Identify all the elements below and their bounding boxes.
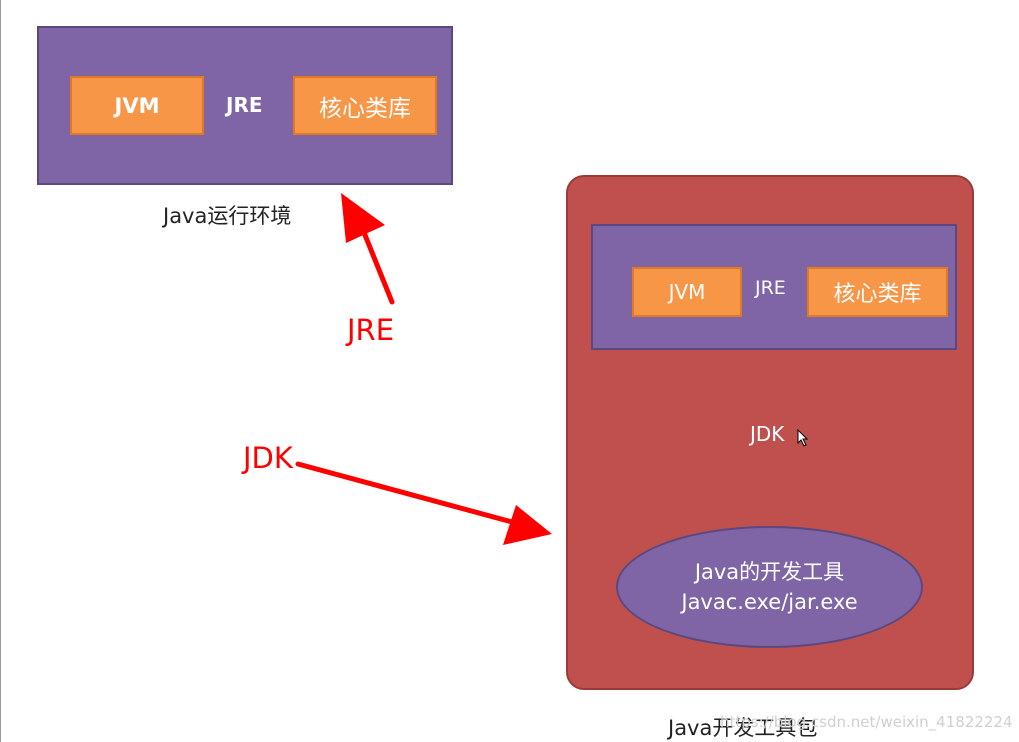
dev-tools-line2: Javac.exe/jar.exe: [681, 590, 858, 614]
jre-arrow: [341, 193, 395, 305]
jdk-jre-label: JRE: [755, 277, 786, 299]
jdk-arrow: [295, 461, 552, 545]
watermark: https://blog.csdn.net/weixin_41822224: [720, 713, 1013, 731]
jdk-arrow-label: JDK: [243, 441, 293, 475]
jdk-jvm-label: JVM: [668, 280, 706, 304]
jvm-label: JVM: [114, 93, 160, 118]
dev-tools-ellipse: Java的开发工具 Javac.exe/jar.exe: [616, 526, 923, 648]
core-library-label: 核心类库: [319, 95, 411, 122]
jdk-jvm-box: JVM: [632, 267, 742, 317]
jre-caption: Java运行环境: [163, 204, 292, 228]
mouse-cursor-icon: [797, 429, 809, 447]
jdk-label: JDK: [750, 422, 785, 446]
jdk-core-library-label: 核心类库: [833, 282, 922, 307]
left-edge-line: [0, 0, 1, 742]
jre-arrow-label: JRE: [347, 313, 395, 347]
jdk-caption: Java开发工具包: [668, 716, 818, 740]
dev-tools-line1: Java的开发工具: [694, 560, 845, 584]
jdk-core-library-box: 核心类库: [807, 267, 948, 317]
jre-inner-label: JRE: [226, 93, 263, 117]
jvm-box: JVM: [70, 76, 204, 135]
core-library-box: 核心类库: [293, 76, 437, 135]
